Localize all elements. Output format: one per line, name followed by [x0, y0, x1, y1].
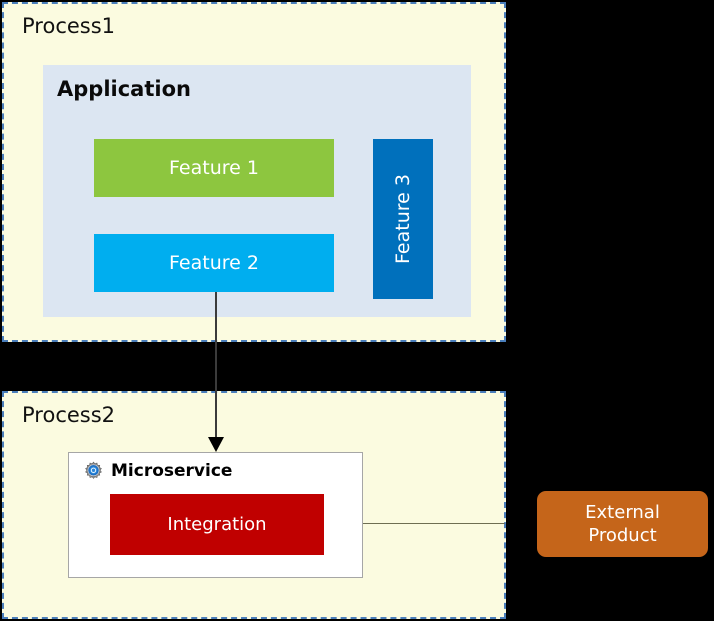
- external-product-label-line1: External: [585, 501, 660, 523]
- arrow-feature2-to-microservice: [215, 292, 217, 440]
- feature-1-box[interactable]: Feature 1: [94, 139, 334, 197]
- feature-1-label: Feature 1: [169, 157, 259, 179]
- microservice-header: Microservice: [83, 461, 232, 482]
- arrowhead-icon: [208, 437, 224, 452]
- external-product-label-line2: Product: [588, 525, 657, 546]
- feature-2-label: Feature 2: [169, 252, 259, 274]
- feature-2-box[interactable]: Feature 2: [94, 234, 334, 292]
- application-title: Application: [57, 77, 191, 101]
- connector-microservice-to-external: [363, 523, 505, 524]
- feature-3-label: Feature 3: [392, 174, 414, 264]
- integration-box[interactable]: Integration: [110, 494, 324, 555]
- external-product-box[interactable]: External Product: [537, 491, 708, 557]
- microservice-title: Microservice: [111, 461, 233, 481]
- gear-icon: [83, 461, 104, 482]
- integration-label: Integration: [167, 514, 267, 535]
- process2-title: Process2: [22, 403, 116, 427]
- process1-title: Process1: [22, 14, 116, 38]
- feature-3-box[interactable]: Feature 3: [373, 139, 433, 299]
